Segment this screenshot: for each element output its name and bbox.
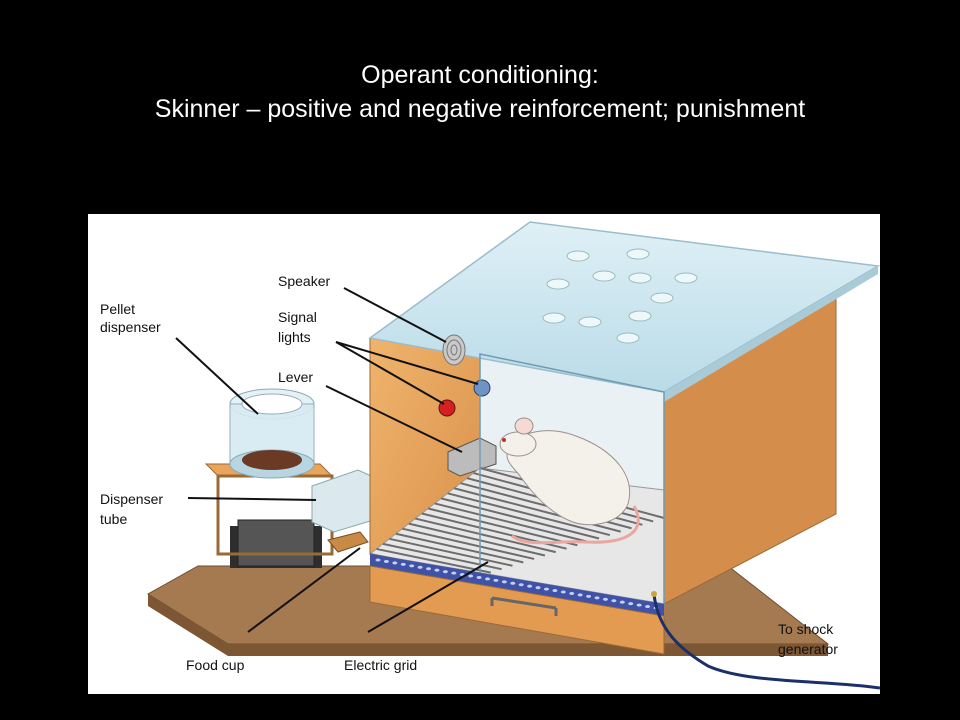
grid-rail-mark <box>485 577 491 581</box>
label-grid: Electric grid <box>344 657 417 673</box>
grid-rail-mark <box>501 580 507 584</box>
grid-rail-mark <box>602 597 608 601</box>
grid-rail-mark <box>510 581 516 585</box>
speaker-icon <box>442 334 466 366</box>
grid-rail-mark <box>468 574 474 578</box>
grid-bar <box>389 537 513 567</box>
grid-rail-mark <box>636 603 642 607</box>
signal-light-blue <box>473 379 491 397</box>
slide-title: Operant conditioning: Skinner – positive… <box>0 58 960 126</box>
grid-rail-mark <box>552 589 558 593</box>
grid-bar <box>376 547 492 574</box>
drawer-handle <box>490 596 558 616</box>
grid-rail-mark <box>645 605 651 609</box>
grid-rail-mark <box>442 570 448 574</box>
grid-bar <box>395 532 524 564</box>
label-pellet-2: dispenser <box>100 319 161 335</box>
grid-rail-mark <box>586 594 592 598</box>
grid-rail-mark <box>628 602 634 606</box>
grid-rail-mark <box>594 596 600 600</box>
grid-rail-mark <box>543 587 549 591</box>
grid-rail-mark <box>375 558 381 562</box>
rat <box>499 417 640 545</box>
title-line-1: Operant conditioning: <box>361 61 599 89</box>
skinner-box-illustration: Speaker Signal lights Lever Pellet dispe… <box>100 221 880 690</box>
label-signal-1: Signal <box>278 309 317 325</box>
grid-bar <box>402 527 535 560</box>
grid-rail-mark <box>383 559 389 563</box>
grid-bar <box>440 497 600 540</box>
grid-bar <box>408 522 546 557</box>
grid-rail-mark <box>493 578 499 582</box>
label-food-cup: Food cup <box>186 657 245 673</box>
label-tube-2: tube <box>100 511 127 527</box>
label-shock-2: generator <box>778 641 838 657</box>
grid-rail-mark <box>409 564 415 568</box>
grid-rail-marks <box>375 558 659 610</box>
label-lever: Lever <box>278 369 313 385</box>
grid-rail-mark <box>518 583 524 587</box>
food-cup <box>327 531 369 553</box>
skinner-box-diagram: Speaker Signal lights Lever Pellet dispe… <box>88 214 880 694</box>
grid-rail-mark <box>392 561 398 565</box>
grid-rail-mark <box>535 586 541 590</box>
grid-bar <box>434 502 589 543</box>
shock-cable <box>652 593 880 690</box>
grid-rail-mark <box>451 571 457 575</box>
grid-rail-mark <box>560 590 566 594</box>
grid-rail-mark <box>569 591 575 595</box>
grid-rail-mark <box>619 600 625 604</box>
grid-bar <box>415 517 556 554</box>
grid-rail-mark <box>434 568 440 572</box>
label-signal-2: lights <box>278 329 311 345</box>
title-line-2: Skinner – positive and negative reinforc… <box>154 95 806 123</box>
grid-rail-mark <box>476 575 482 579</box>
label-pellet-1: Pellet <box>100 301 135 317</box>
grid-rail-mark <box>400 562 406 566</box>
label-tube-1: Dispenser <box>100 491 163 507</box>
base-board-edge <box>148 594 828 656</box>
leader-lines <box>175 287 489 633</box>
grid-rail <box>370 554 664 616</box>
grid-rail-mark <box>577 593 583 597</box>
vent-holes <box>542 248 698 344</box>
label-shock-1: To shock <box>778 621 834 637</box>
grid-rail-mark <box>417 565 423 569</box>
grid-rail-mark <box>527 584 533 588</box>
grid-rail-mark <box>611 599 617 603</box>
grid-bar <box>427 507 578 547</box>
grid-rail-mark <box>426 567 432 571</box>
pellet-dispenser <box>204 388 334 568</box>
grid-bar <box>447 492 611 537</box>
label-speaker: Speaker <box>278 273 330 289</box>
